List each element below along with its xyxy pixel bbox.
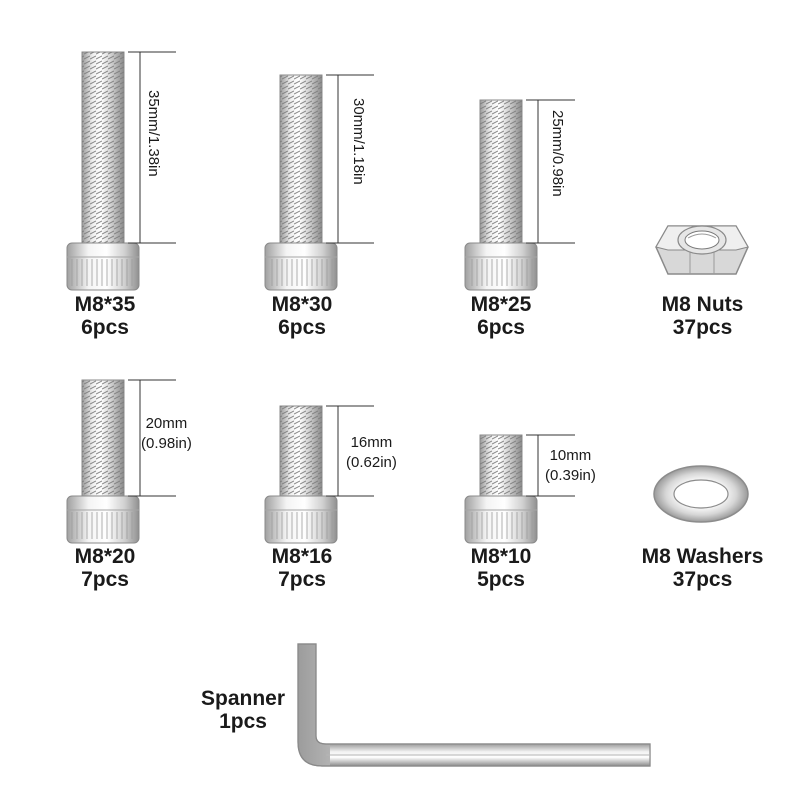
screw-label-m8x10: M8*10 5pcs	[456, 545, 546, 591]
screw-qty: 6pcs	[278, 316, 326, 339]
screw-qty: 5pcs	[477, 568, 525, 591]
dimension-mm: 16mm	[350, 434, 393, 451]
socket-screw-m8x20	[66, 379, 176, 544]
screw-qty: 6pcs	[81, 316, 129, 339]
screw-label-m8x35: M8*35 6pcs	[60, 293, 150, 339]
socket-screw-m8x10	[464, 434, 575, 544]
screw-label-m8x25: M8*25 6pcs	[456, 293, 546, 339]
screw-label-m8x16: M8*16 7pcs	[257, 545, 347, 591]
nuts-label: M8 Nuts 37pcs	[640, 293, 765, 339]
socket-screw-m8x16	[264, 405, 374, 544]
dimension-in: (0.62in)	[346, 454, 397, 471]
hex-nut-image	[655, 225, 749, 275]
dimension-in: (0.98in)	[141, 435, 192, 452]
screw-name: M8*16	[271, 545, 333, 568]
screw-name: M8*30	[271, 293, 333, 316]
dimension-m8x20: 20mm (0.98in)	[141, 414, 192, 454]
socket-screw-m8x35	[66, 51, 176, 291]
dimension-m8x30: 30mm/1.18in	[350, 98, 367, 185]
socket-screw-m8x30	[264, 74, 374, 291]
screw-label-m8x20: M8*20 7pcs	[60, 545, 150, 591]
screw-label-m8x30: M8*30 6pcs	[257, 293, 347, 339]
screw-name: M8*35	[74, 293, 136, 316]
spanner-qty: 1pcs	[219, 710, 267, 733]
screw-group	[66, 51, 575, 544]
washers-qty: 37pcs	[672, 568, 733, 591]
washers-name: M8 Washers	[641, 545, 764, 568]
socket-screw-m8x25	[464, 99, 575, 291]
spanner-image	[297, 643, 651, 767]
screw-qty: 7pcs	[278, 568, 326, 591]
dimension-m8x35: 35mm/1.38in	[145, 90, 162, 177]
spanner-name: Spanner	[200, 687, 286, 710]
washer-image	[653, 465, 749, 523]
dimension-m8x10: 10mm (0.39in)	[545, 446, 596, 486]
spanner-label: Spanner 1pcs	[188, 687, 298, 733]
screw-name: M8*10	[470, 545, 532, 568]
screw-name: M8*20	[74, 545, 136, 568]
dimension-mm: 20mm	[145, 415, 188, 432]
dimension-m8x25: 25mm/0.98in	[549, 110, 566, 197]
screw-qty: 6pcs	[477, 316, 525, 339]
dimension-m8x16: 16mm (0.62in)	[346, 433, 397, 473]
dimension-mm: 10mm	[549, 447, 592, 464]
dimension-in: (0.39in)	[545, 467, 596, 484]
nuts-name: M8 Nuts	[661, 293, 744, 316]
screw-name: M8*25	[470, 293, 532, 316]
screw-qty: 7pcs	[81, 568, 129, 591]
washers-label: M8 Washers 37pcs	[630, 545, 775, 591]
nuts-qty: 37pcs	[672, 316, 733, 339]
